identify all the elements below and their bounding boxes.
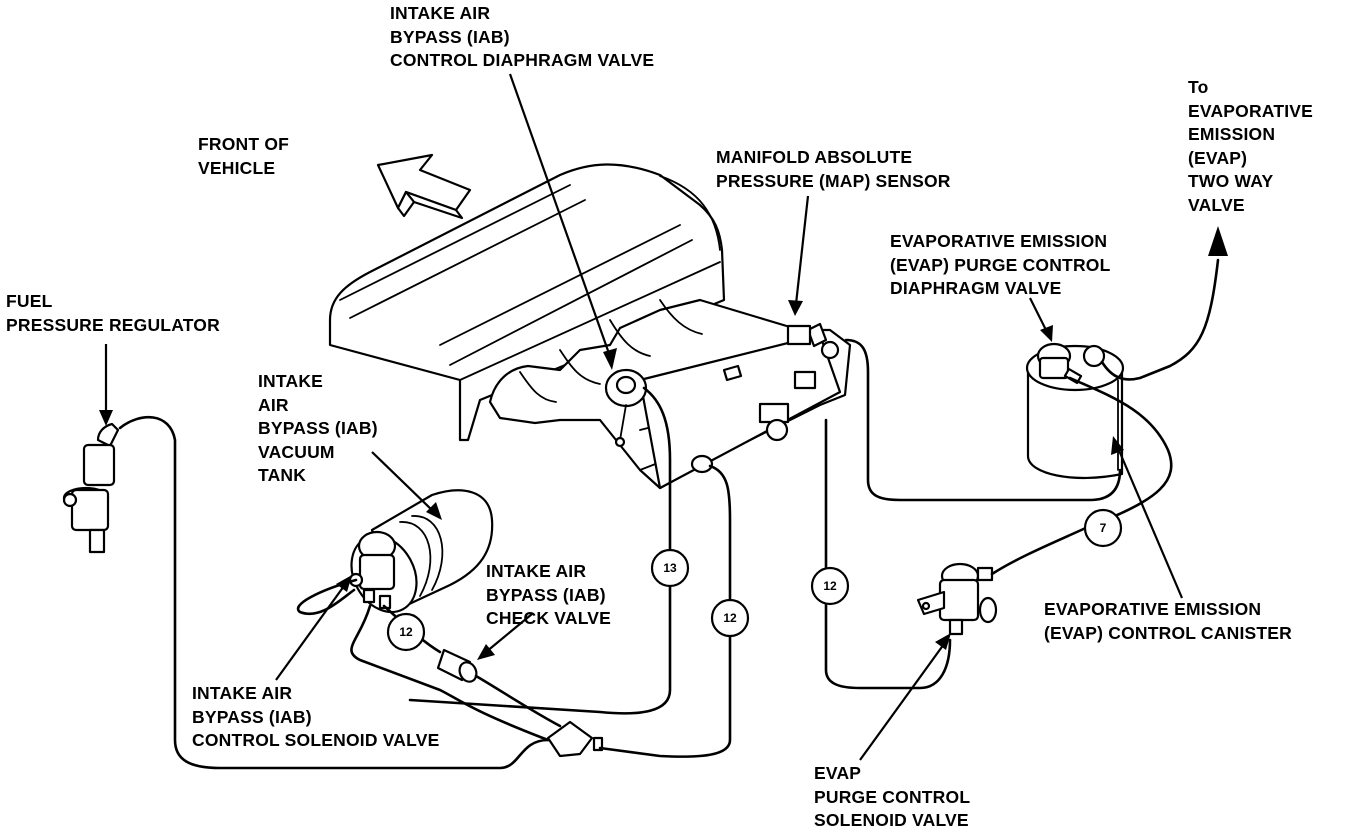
- hose-callout-13: [650, 548, 690, 588]
- label-iab-check-valve: INTAKE AIR BYPASS (IAB) CHECK VALVE: [486, 561, 612, 628]
- label-iab-vacuum-tank: INTAKE AIR BYPASS (IAB) VACUUM TANK: [258, 371, 378, 485]
- label-evap-purge-control-solenoid-valve: EVAP PURGE CONTROL SOLENOID VALVE: [814, 763, 971, 830]
- hose-number-12-center: 12: [723, 611, 737, 625]
- iab-control-solenoid-valve: [348, 530, 397, 610]
- label-evap-purge-control-diaphragm-valve: EVAPORATIVE EMISSION (EVAP) PURGE CONTRO…: [890, 231, 1111, 298]
- vacuum-hoses: [118, 258, 1220, 770]
- hose-callout-7: [1083, 508, 1123, 548]
- hose-number-12-left: 12: [399, 625, 413, 639]
- hose-number-7: 7: [1100, 521, 1107, 535]
- label-fuel-pressure-regulator: FUEL PRESSURE REGULATOR: [6, 291, 220, 335]
- hose-number-13: 13: [663, 561, 677, 575]
- hose-callout-12-right: [810, 566, 850, 606]
- map-sensor: [786, 324, 812, 346]
- front-direction-arrow-icon: [376, 153, 472, 220]
- iab-control-diaphragm-valve: [604, 368, 648, 448]
- intake-plenum-cover: [328, 163, 726, 442]
- label-evap-control-canister: EVAPORATIVE EMISSION (EVAP) CONTROL CANI…: [1044, 599, 1292, 643]
- manifold-vacuum-port: [690, 454, 714, 474]
- label-evap-two-way-valve: To EVAPORATIVE EMISSION (EVAP) TWO WAY V…: [1188, 77, 1314, 215]
- hose-callout-12-left: [386, 612, 426, 652]
- hose-callout-12-center: [710, 598, 750, 638]
- iab-check-valve: [436, 648, 478, 683]
- evap-purge-control-diaphragm-valve: [1036, 342, 1106, 385]
- hose-number-callouts: 13 12 12 12 7: [386, 508, 1123, 652]
- label-iab-control-solenoid-valve: INTAKE AIR BYPASS (IAB) CONTROL SOLENOID…: [192, 683, 440, 750]
- hose-tee-fitting: [546, 720, 604, 758]
- intake-manifold: [488, 298, 852, 490]
- label-iab-control-diaphragm-valve: INTAKE AIR BYPASS (IAB) CONTROL DIAPHRAG…: [390, 3, 655, 70]
- label-front-of-vehicle: FRONT OF VEHICLE: [198, 134, 290, 178]
- hose-number-12-right: 12: [823, 579, 837, 593]
- to-two-way-valve-arrow-icon: [1208, 226, 1228, 256]
- label-map-sensor: MANIFOLD ABSOLUTE PRESSURE (MAP) SENSOR: [716, 147, 951, 191]
- leader-lines: [99, 73, 1184, 761]
- evap-purge-control-solenoid-valve: [916, 562, 998, 636]
- fuel-pressure-regulator: [62, 422, 120, 554]
